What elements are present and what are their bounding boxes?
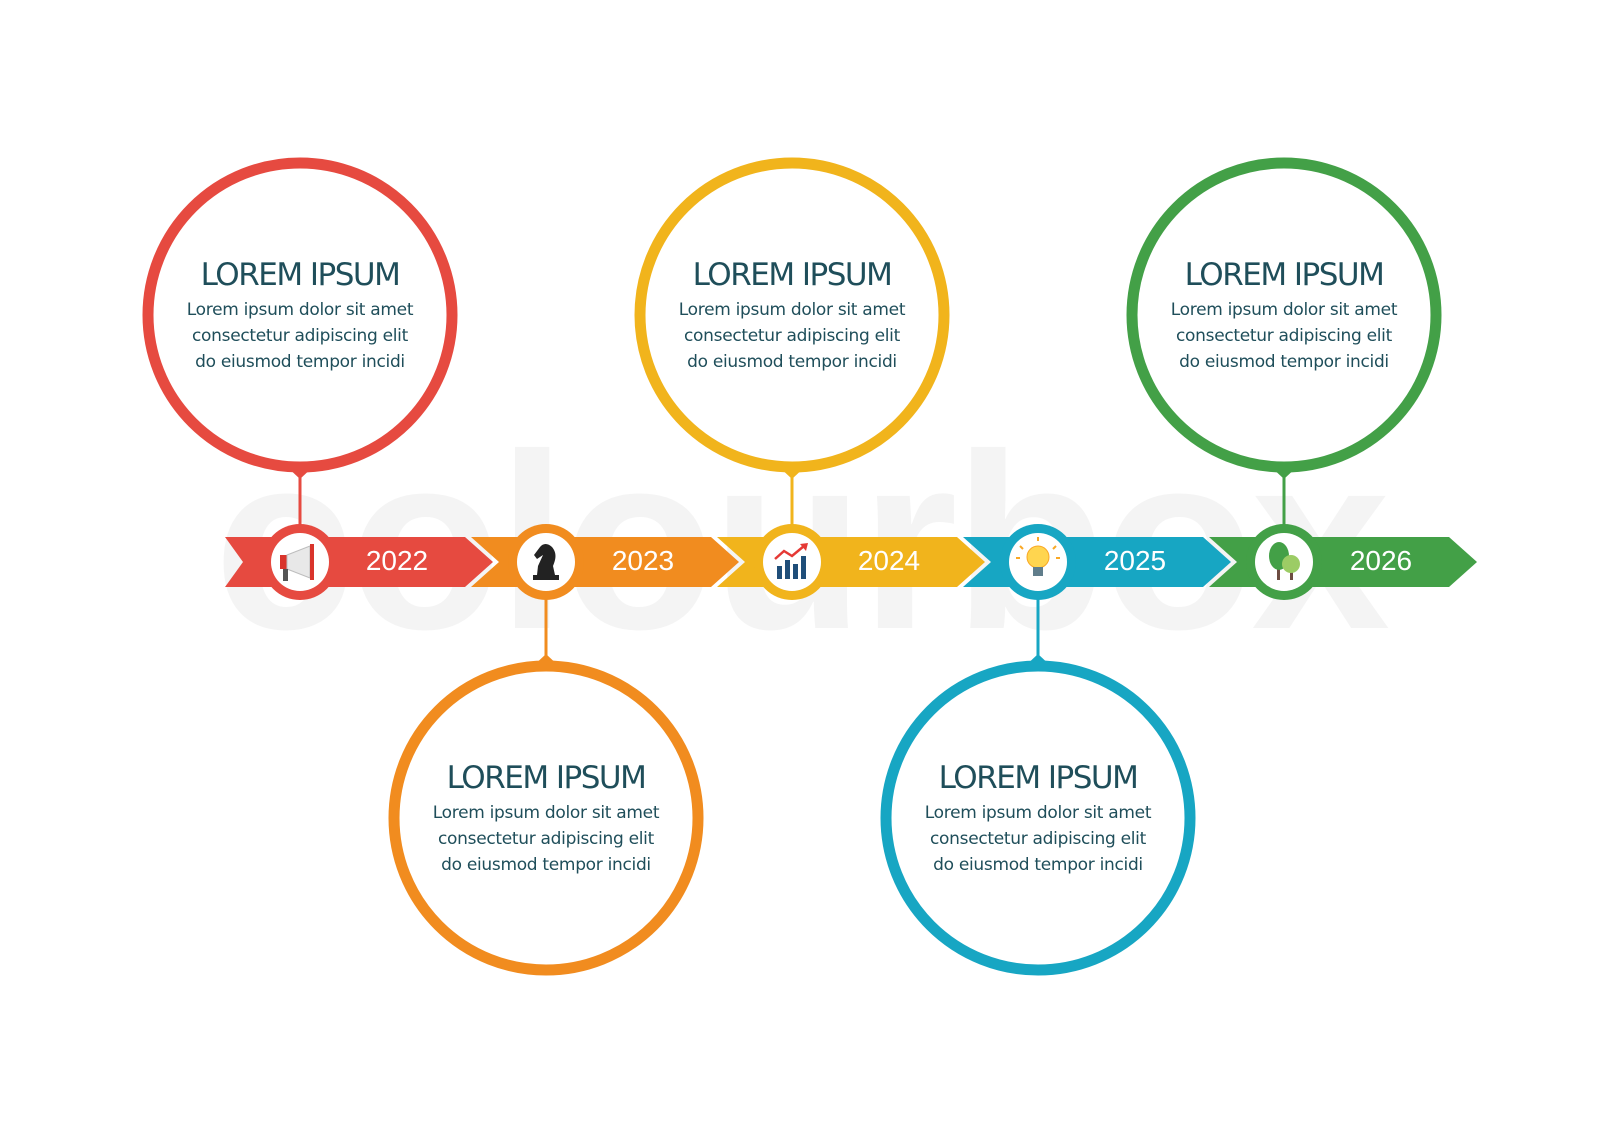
milestone-title: LOREM IPSUM [938,760,1139,796]
growth-chart-icon [774,543,808,579]
milestone-description-line: do eiusmod tempor incidi [1179,352,1389,372]
milestone-title: LOREM IPSUM [200,257,401,293]
info-circle [1126,157,1442,473]
milestone-2022 [142,157,493,600]
milestone-description-line: Lorem ipsum dolor sit amet [678,300,906,320]
milestone-text: LOREM IPSUM Lorem ipsum dolor sit amet con… [908,760,1168,878]
icon-badge [763,533,821,591]
milestone-text: LOREM IPSUM Lorem ipsum dolor sit amet con… [170,257,430,375]
milestone-title: LOREM IPSUM [692,257,893,293]
year-label: 2023 [611,545,675,576]
light-bulb-icon [1016,537,1060,576]
milestone-description-line: consectetur adipiscing elit [1176,326,1392,346]
milestone-description-line: do eiusmod tempor incidi [195,352,405,372]
milestone-2024 [634,157,985,600]
milestone-title: LOREM IPSUM [446,760,647,796]
milestone-description-line: Lorem ipsum dolor sit amet [924,803,1152,823]
year-label: 2022 [365,545,429,576]
milestone-description-line: consectetur adipiscing elit [930,829,1146,849]
milestone-title: LOREM IPSUM [1184,257,1385,293]
milestone-2023 [388,524,739,976]
milestone-description-line: Lorem ipsum dolor sit amet [432,803,660,823]
milestone-description-line: consectetur adipiscing elit [192,326,408,346]
milestone-description-line: Lorem ipsum dolor sit amet [1170,300,1398,320]
info-circle [880,660,1196,976]
milestone-text: LOREM IPSUM Lorem ipsum dolor sit amet con… [1154,257,1414,375]
milestone-text: LOREM IPSUM Lorem ipsum dolor sit amet con… [416,760,676,878]
milestone-text: LOREM IPSUM Lorem ipsum dolor sit amet con… [662,257,922,375]
year-label: 2025 [1103,545,1167,576]
milestone-description-line: consectetur adipiscing elit [438,829,654,849]
milestone-2025 [880,524,1231,976]
milestone-description-line: do eiusmod tempor incidi [687,352,897,372]
milestone-description-line: consectetur adipiscing elit [684,326,900,346]
milestone-description-line: do eiusmod tempor incidi [441,855,651,875]
megaphone-icon [280,544,314,581]
milestone-2026 [1126,157,1477,600]
milestone-description-line: Lorem ipsum dolor sit amet [186,300,414,320]
info-circle [388,660,704,976]
year-label: 2024 [857,545,921,576]
chess-knight-icon [533,544,559,580]
milestone-description-line: do eiusmod tempor incidi [933,855,1143,875]
info-circle [142,157,458,473]
trees-icon [1269,542,1300,580]
info-circle [634,157,950,473]
year-label: 2026 [1349,545,1413,576]
